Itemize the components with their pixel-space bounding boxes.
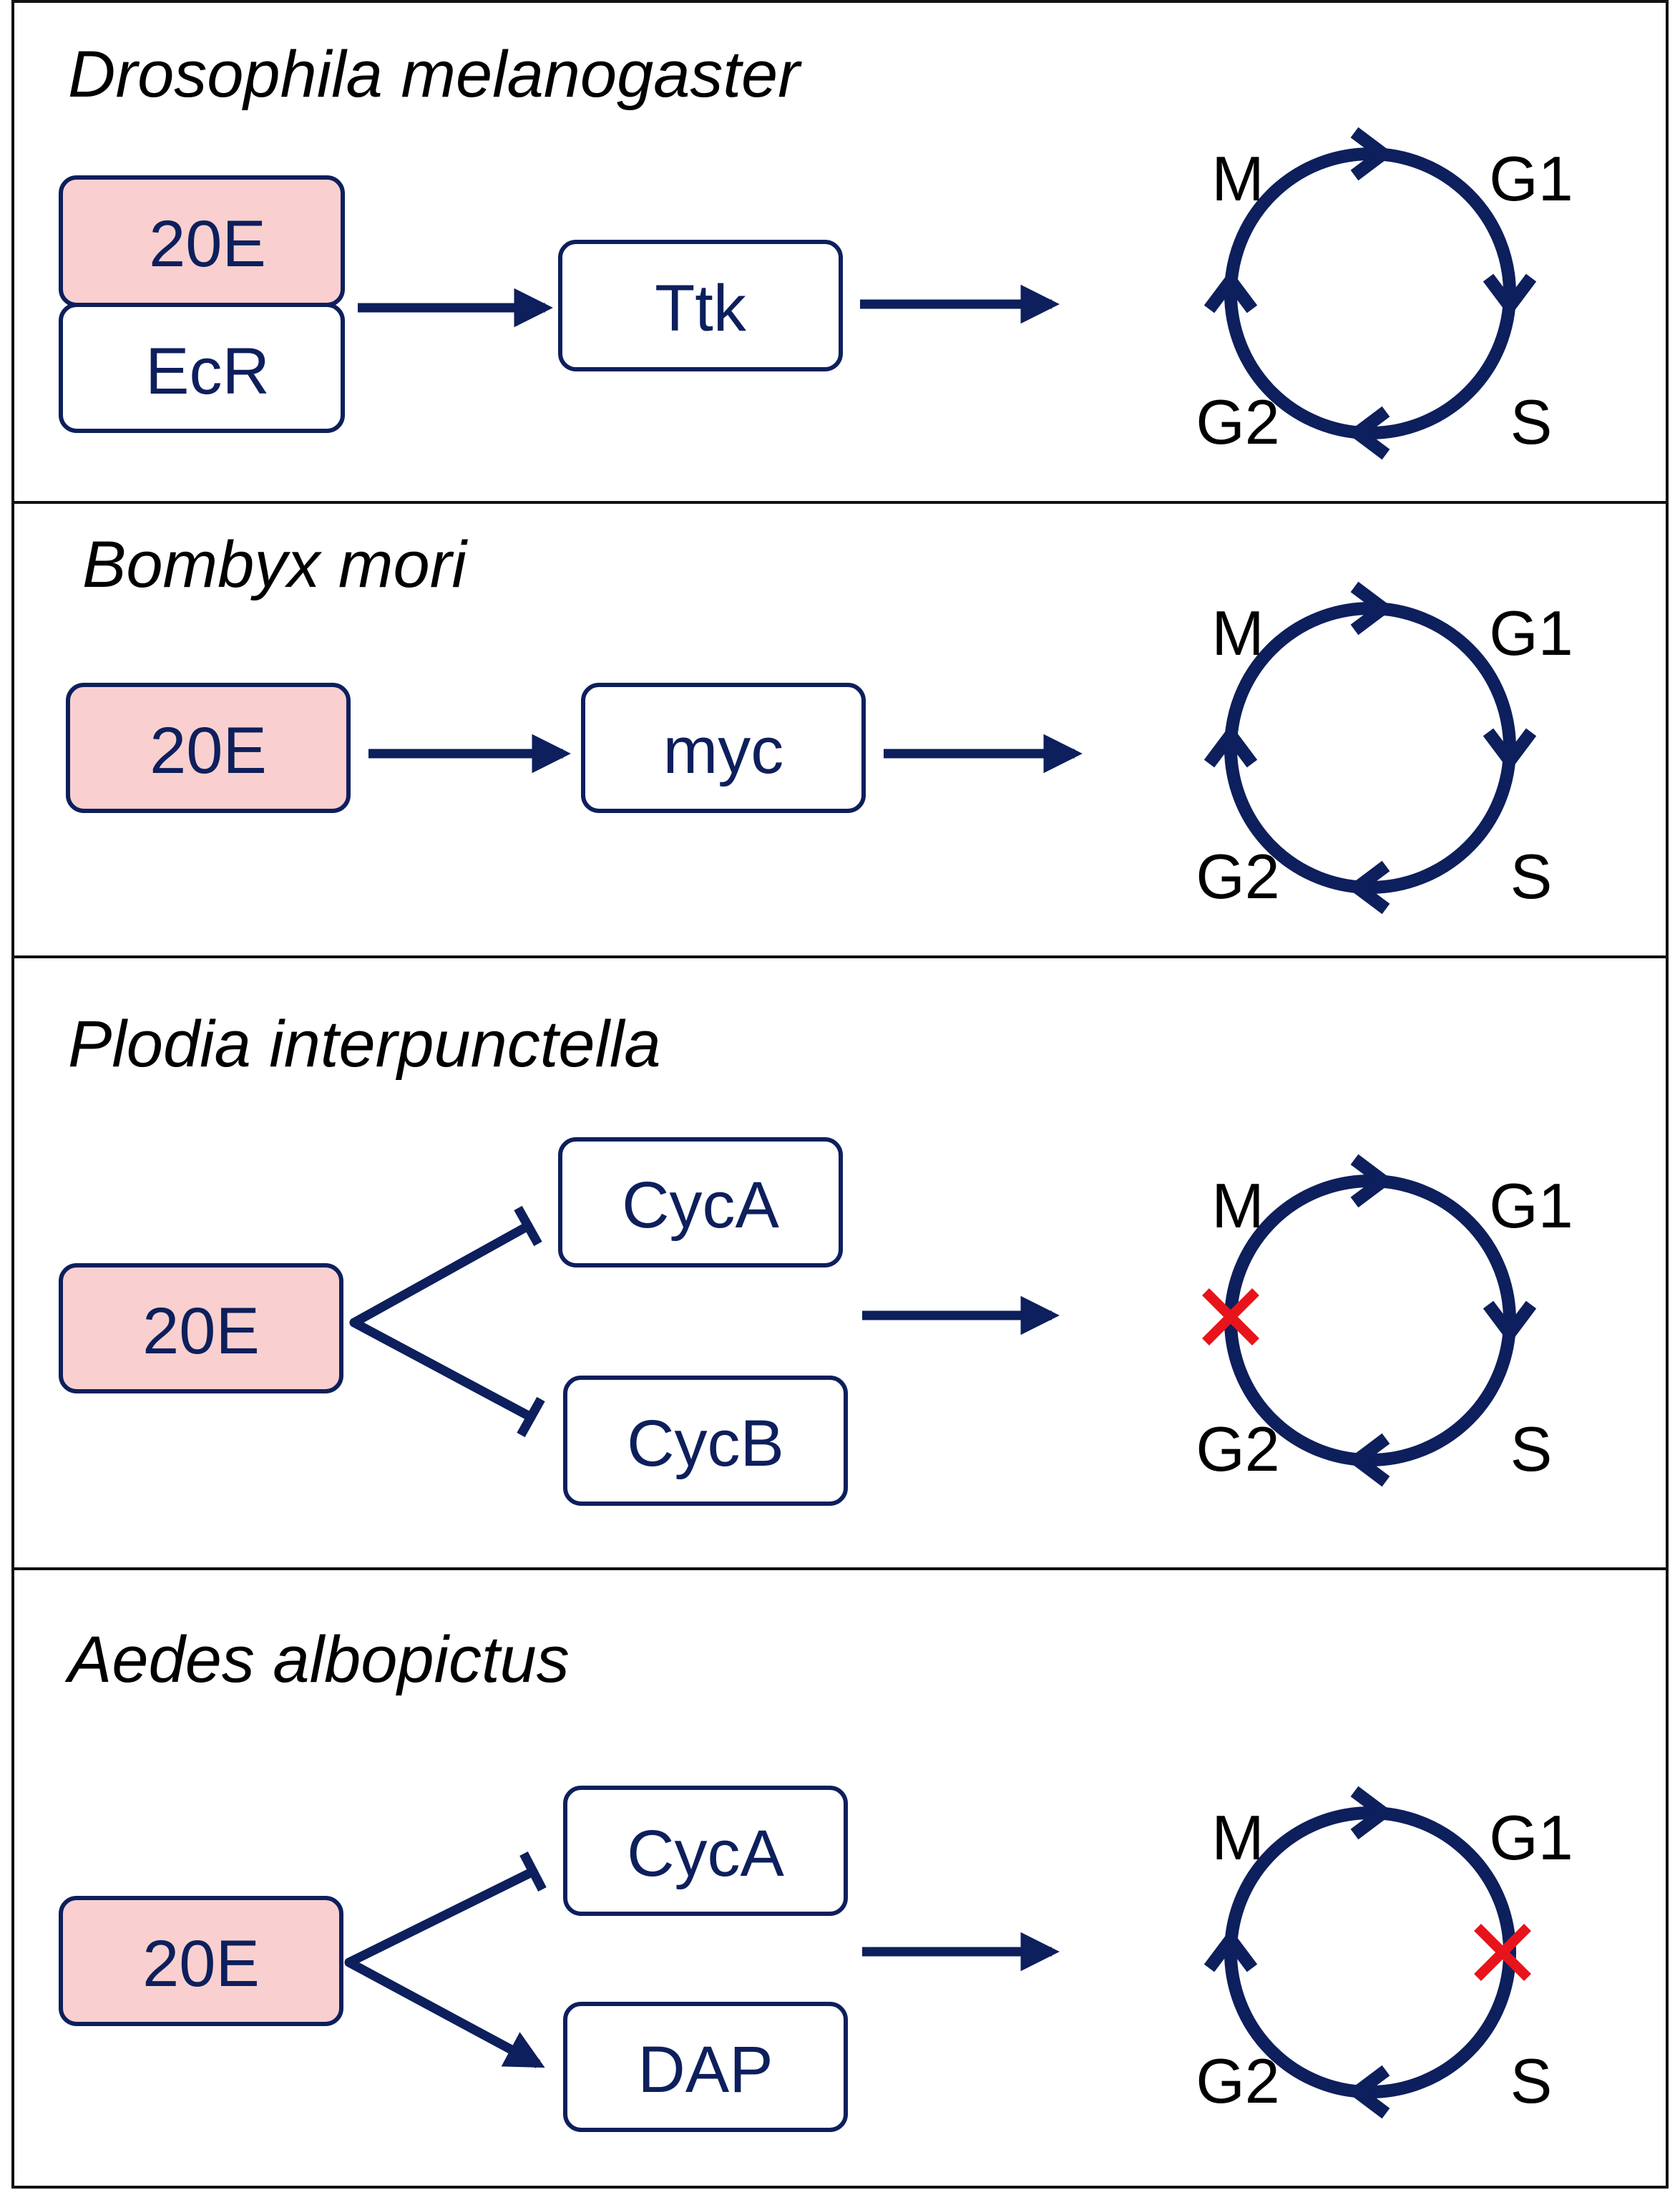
target-label: Ttk: [655, 272, 747, 345]
cycle-arrowhead-left: [1203, 270, 1258, 313]
inhibition-line: [344, 1867, 538, 1967]
panel-drosophila: Drosophila melanogaster 20E EcR Ttk M G1…: [59, 38, 1573, 460]
hormone-label: 20E: [142, 1295, 260, 1368]
hormone-box: [59, 1896, 343, 2026]
phase-label-s: S: [1510, 2045, 1553, 2116]
inhibition-line: [349, 1318, 536, 1422]
cycle-arrowhead-bottom: [1347, 2065, 1390, 2119]
cycle-arrowhead-top: [1350, 127, 1394, 181]
panel-bombyx: Bombyx mori 20E myc M G1 S G2: [66, 528, 1573, 915]
hormone-box: [66, 683, 351, 813]
phase-label-m: M: [1211, 1170, 1264, 1241]
inhibition-bar: [517, 1396, 545, 1438]
target-label: DAP: [638, 2033, 773, 2106]
hormone-label: 20E: [149, 208, 266, 281]
phase-label-g1: G1: [1489, 1802, 1573, 1873]
activation-arrow: [346, 1958, 545, 2068]
cycle-arrowhead-right: [1483, 1300, 1537, 1344]
panel-border-aedes: [11, 1567, 1669, 2189]
target-label: CycA: [627, 1817, 784, 1890]
cycle-arrowhead-top: [1350, 1154, 1394, 1208]
inhibition-bar: [519, 1851, 547, 1892]
cell-cycle-diagram: M G1 S G2: [1196, 1154, 1573, 1487]
phase-label-s: S: [1510, 1413, 1553, 1484]
panel-plodia: Plodia interpunctella 20E CycA CycB M G1…: [59, 1008, 1573, 1506]
cell-cycle-ring: [1224, 147, 1516, 439]
receptor-box: [59, 303, 345, 433]
cell-cycle-ring: [1224, 1806, 1516, 2098]
target-label: CycA: [622, 1169, 779, 1242]
target-label: CycB: [627, 1407, 784, 1480]
phase-label-g2: G2: [1196, 386, 1279, 457]
hormone-label: 20E: [142, 1927, 260, 2000]
cycle-arrowhead-bottom: [1347, 1433, 1390, 1487]
phase-label-g2: G2: [1196, 841, 1279, 912]
species-name: Plodia interpunctella: [68, 1008, 661, 1081]
cycle-arrowhead-right: [1483, 273, 1537, 317]
phase-label-s: S: [1510, 386, 1553, 457]
cycle-arrest-cross-icon: [1474, 1924, 1531, 1981]
target-box: [563, 1786, 848, 1916]
cycle-arrest-cross-icon: [1202, 1288, 1259, 1345]
cycle-arrowhead-left: [1203, 1929, 1258, 1972]
panel-aedes: Aedes albopictus 20E CycA DAP M G1 S G2: [59, 1623, 1573, 2132]
phase-label-g1: G1: [1489, 1170, 1573, 1241]
phase-label-g2: G2: [1196, 2045, 1279, 2116]
species-name: Drosophila melanogaster: [68, 38, 802, 111]
phase-label-g2: G2: [1196, 1413, 1279, 1484]
cycle-arrowhead-bottom: [1347, 860, 1390, 915]
cell-cycle-diagram: M G1 S G2: [1196, 127, 1573, 460]
target-box: [558, 240, 843, 371]
target-box: [558, 1137, 843, 1267]
phase-label-g1: G1: [1489, 598, 1573, 668]
cycle-arrowhead-top: [1350, 581, 1394, 636]
phase-label-m: M: [1211, 598, 1264, 668]
target-box: [581, 683, 866, 813]
phase-label-m: M: [1211, 143, 1264, 214]
cell-cycle-diagram: M G1 S G2: [1196, 1786, 1573, 2119]
target-label: myc: [663, 714, 784, 787]
inhibition-line: [349, 1221, 533, 1328]
cell-cycle-diagram: M G1 S G2: [1196, 581, 1573, 915]
species-name: Aedes albopictus: [64, 1623, 570, 1696]
phase-label-g1: G1: [1489, 143, 1573, 214]
phase-label-m: M: [1211, 1802, 1264, 1873]
target-box: [563, 1376, 848, 1506]
cycle-arrowhead-right: [1483, 728, 1537, 772]
hormone-label: 20E: [150, 714, 267, 787]
cycle-arrowhead-bottom: [1347, 406, 1390, 460]
receptor-label: EcR: [145, 335, 270, 408]
phase-label-s: S: [1510, 841, 1553, 912]
cycle-arrowhead-left: [1203, 724, 1258, 768]
species-name: Bombyx mori: [82, 528, 468, 601]
cell-cycle-ring: [1224, 602, 1516, 894]
inhibition-bar: [514, 1205, 542, 1247]
hormone-box: [59, 1263, 343, 1393]
cycle-arrowhead-top: [1350, 1786, 1394, 1840]
target-box: [563, 2002, 848, 2132]
